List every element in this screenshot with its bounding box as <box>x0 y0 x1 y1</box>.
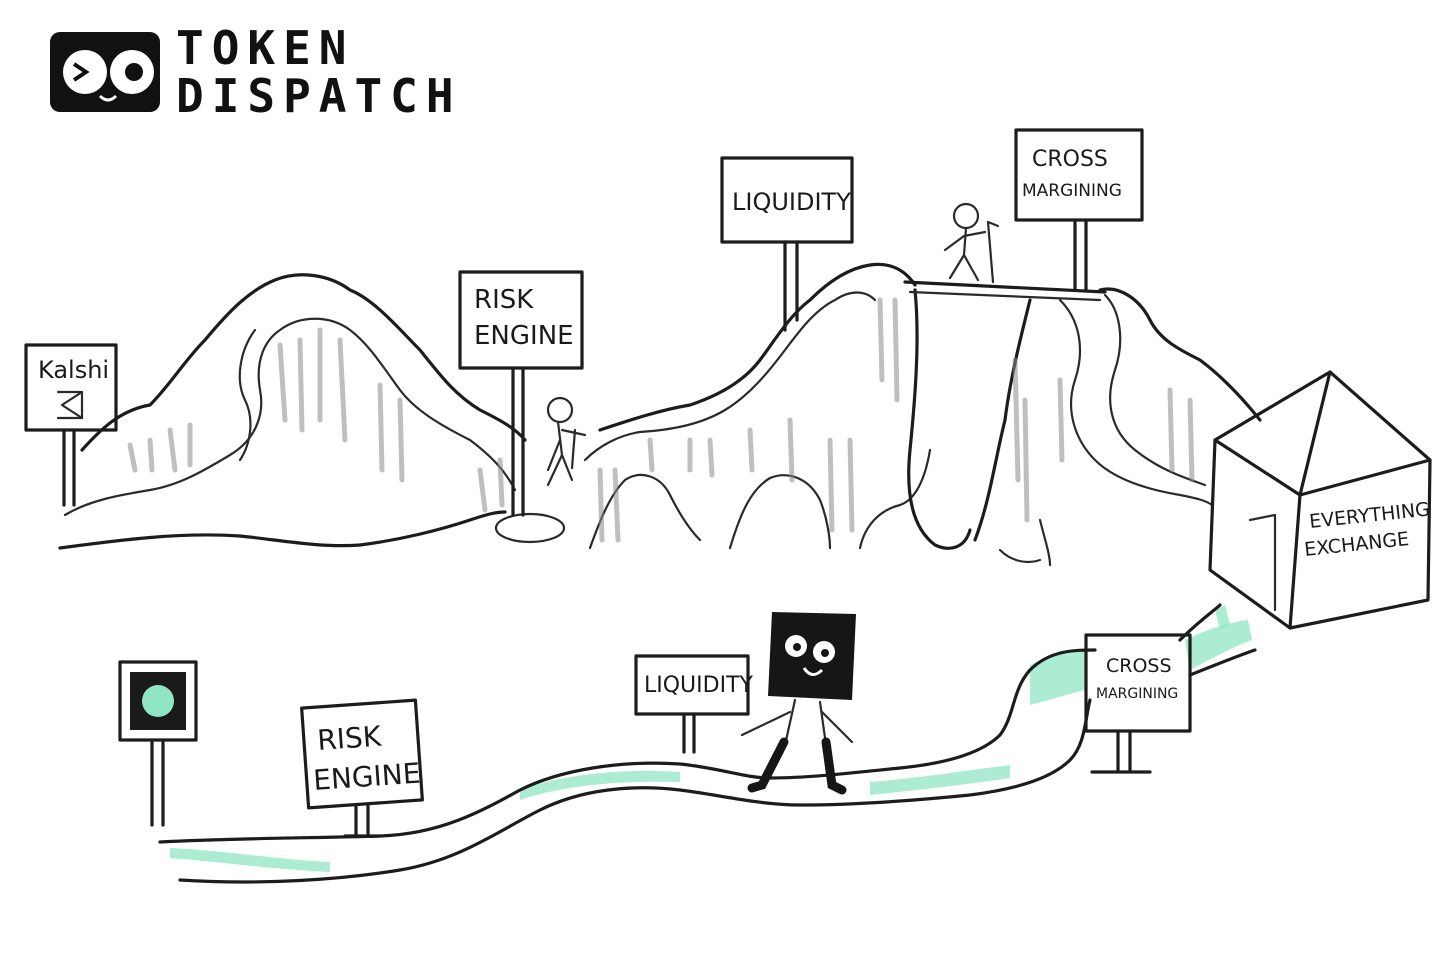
sign-liquidity-bottom-post <box>682 712 696 754</box>
mountain-inner-ridge <box>63 317 517 517</box>
mountain-ridge-outline <box>80 262 1262 452</box>
traffic-sign-post <box>150 738 165 827</box>
hiker-body <box>943 226 987 282</box>
road-upper-edge <box>158 648 1097 844</box>
bridge-bottom <box>908 290 1102 302</box>
sign-liquidity-top-board <box>720 156 854 244</box>
bridge <box>903 280 1107 302</box>
hiker-head <box>952 202 980 230</box>
road-highlight-5 <box>1185 620 1252 670</box>
gorge-left-wall <box>907 288 972 550</box>
road-highlight-6 <box>1215 605 1230 630</box>
sign-risk-engine-bottom: RISK ENGINE <box>300 698 424 838</box>
sign-liquidity-bottom: LIQUIDITY <box>634 654 754 754</box>
house-door <box>1248 513 1277 612</box>
sign-risk-engine-bottom-post <box>343 804 382 838</box>
climber-pole <box>570 428 577 470</box>
kalshi-logo-icon <box>56 390 84 420</box>
climber-body <box>546 420 587 487</box>
sign-cross-margining-bottom-board <box>1084 633 1192 733</box>
mascot-right-pupil <box>821 649 829 657</box>
hiker-figure <box>943 202 1000 284</box>
token-dispatch-logo: TOKEN DISPATCH <box>50 21 462 123</box>
house-corner <box>1288 493 1302 630</box>
road-highlight-2 <box>520 770 680 800</box>
mascot-head <box>768 612 856 700</box>
sign-cross-margining-top-line2: MARGINING <box>1022 181 1122 201</box>
road-highlight-4 <box>1030 650 1085 705</box>
sign-risk-engine-top-post <box>511 366 525 517</box>
sign-cross-margining-top: CROSS MARGINING <box>1014 128 1144 292</box>
house-roof-ridge <box>1298 370 1332 497</box>
climber-head <box>546 396 574 424</box>
mountain-shading <box>127 297 1195 543</box>
ground-line-left <box>58 510 507 550</box>
bridge-top <box>903 280 1107 294</box>
sign-risk-engine-bottom-line2: ENGINE <box>312 757 421 797</box>
hiker-flag <box>986 220 1000 284</box>
middle-mountain <box>583 291 877 462</box>
road-highlight-1 <box>170 848 330 872</box>
right-mountain-outer <box>1103 293 1207 487</box>
sign-kalshi: Kalshi <box>24 343 118 507</box>
house-label-line1: EVERYTHING <box>1308 498 1431 533</box>
logo-pupil <box>125 63 143 81</box>
crater <box>494 512 566 544</box>
road <box>158 603 1257 884</box>
logo-line-2: DISPATCH <box>176 69 462 123</box>
mascot-smile <box>802 667 824 676</box>
road-lower-edge <box>178 698 1092 884</box>
sign-risk-engine-bottom-board <box>300 698 424 810</box>
sign-cross-margining-top-post <box>1073 218 1088 292</box>
gorge-right-wall <box>973 298 1032 542</box>
house-label-line2: EXCHANGE <box>1303 528 1410 561</box>
sign-cross-margining-bottom-post <box>1090 729 1152 774</box>
sign-risk-engine-bottom-line1: RISK <box>316 720 383 757</box>
mascot-torso <box>783 698 828 747</box>
sign-cross-margining-bottom-line2: MARGINING <box>1096 686 1178 702</box>
logo-line-1: TOKEN <box>176 21 354 75</box>
mountain-fold-left <box>238 328 257 462</box>
green-light-icon <box>142 685 174 717</box>
sign-kalshi-board <box>24 343 118 432</box>
road-highlight-3 <box>870 765 1010 795</box>
middle-mountain-base <box>588 448 932 550</box>
mascot-legs <box>747 737 847 795</box>
logo-wink-icon <box>72 62 90 82</box>
mountain-range <box>58 262 1262 567</box>
everything-exchange-house: EVERYTHING EXCHANGE <box>1208 370 1432 630</box>
house-roof <box>1213 370 1432 497</box>
sign-cross-margining-bottom-line1: CROSS <box>1106 655 1172 677</box>
right-valley-floor <box>998 518 1052 567</box>
sign-liquidity-bottom-board <box>634 654 750 716</box>
sign-risk-engine-top-board <box>458 270 584 370</box>
logo-smile <box>98 94 118 102</box>
sign-liquidity-top-label: LIQUIDITY <box>732 188 851 216</box>
mascot-arms <box>740 710 854 744</box>
right-mountain-ridge <box>1058 298 1214 507</box>
sign-risk-engine-top: RISK ENGINE <box>458 270 584 517</box>
sign-cross-margining-top-board <box>1014 128 1144 222</box>
sign-kalshi-post <box>62 428 76 507</box>
sign-kalshi-label: Kalshi <box>38 356 109 384</box>
sign-cross-margining-bottom: CROSS MARGINING <box>1084 633 1192 774</box>
mascot-character <box>740 612 856 795</box>
sign-risk-engine-top-line1: RISK <box>474 285 534 315</box>
climber-figure <box>546 396 587 487</box>
sign-risk-engine-top-line2: ENGINE <box>474 321 574 351</box>
sign-liquidity-top: LIQUIDITY <box>720 156 854 332</box>
sign-liquidity-top-post <box>783 240 799 332</box>
sign-liquidity-bottom-label: LIQUIDITY <box>644 673 754 698</box>
mascot-left-pupil <box>793 643 801 651</box>
sign-cross-margining-top-line1: CROSS <box>1032 147 1108 172</box>
sign-traffic-light <box>118 660 198 827</box>
traffic-sign-board <box>118 660 198 742</box>
